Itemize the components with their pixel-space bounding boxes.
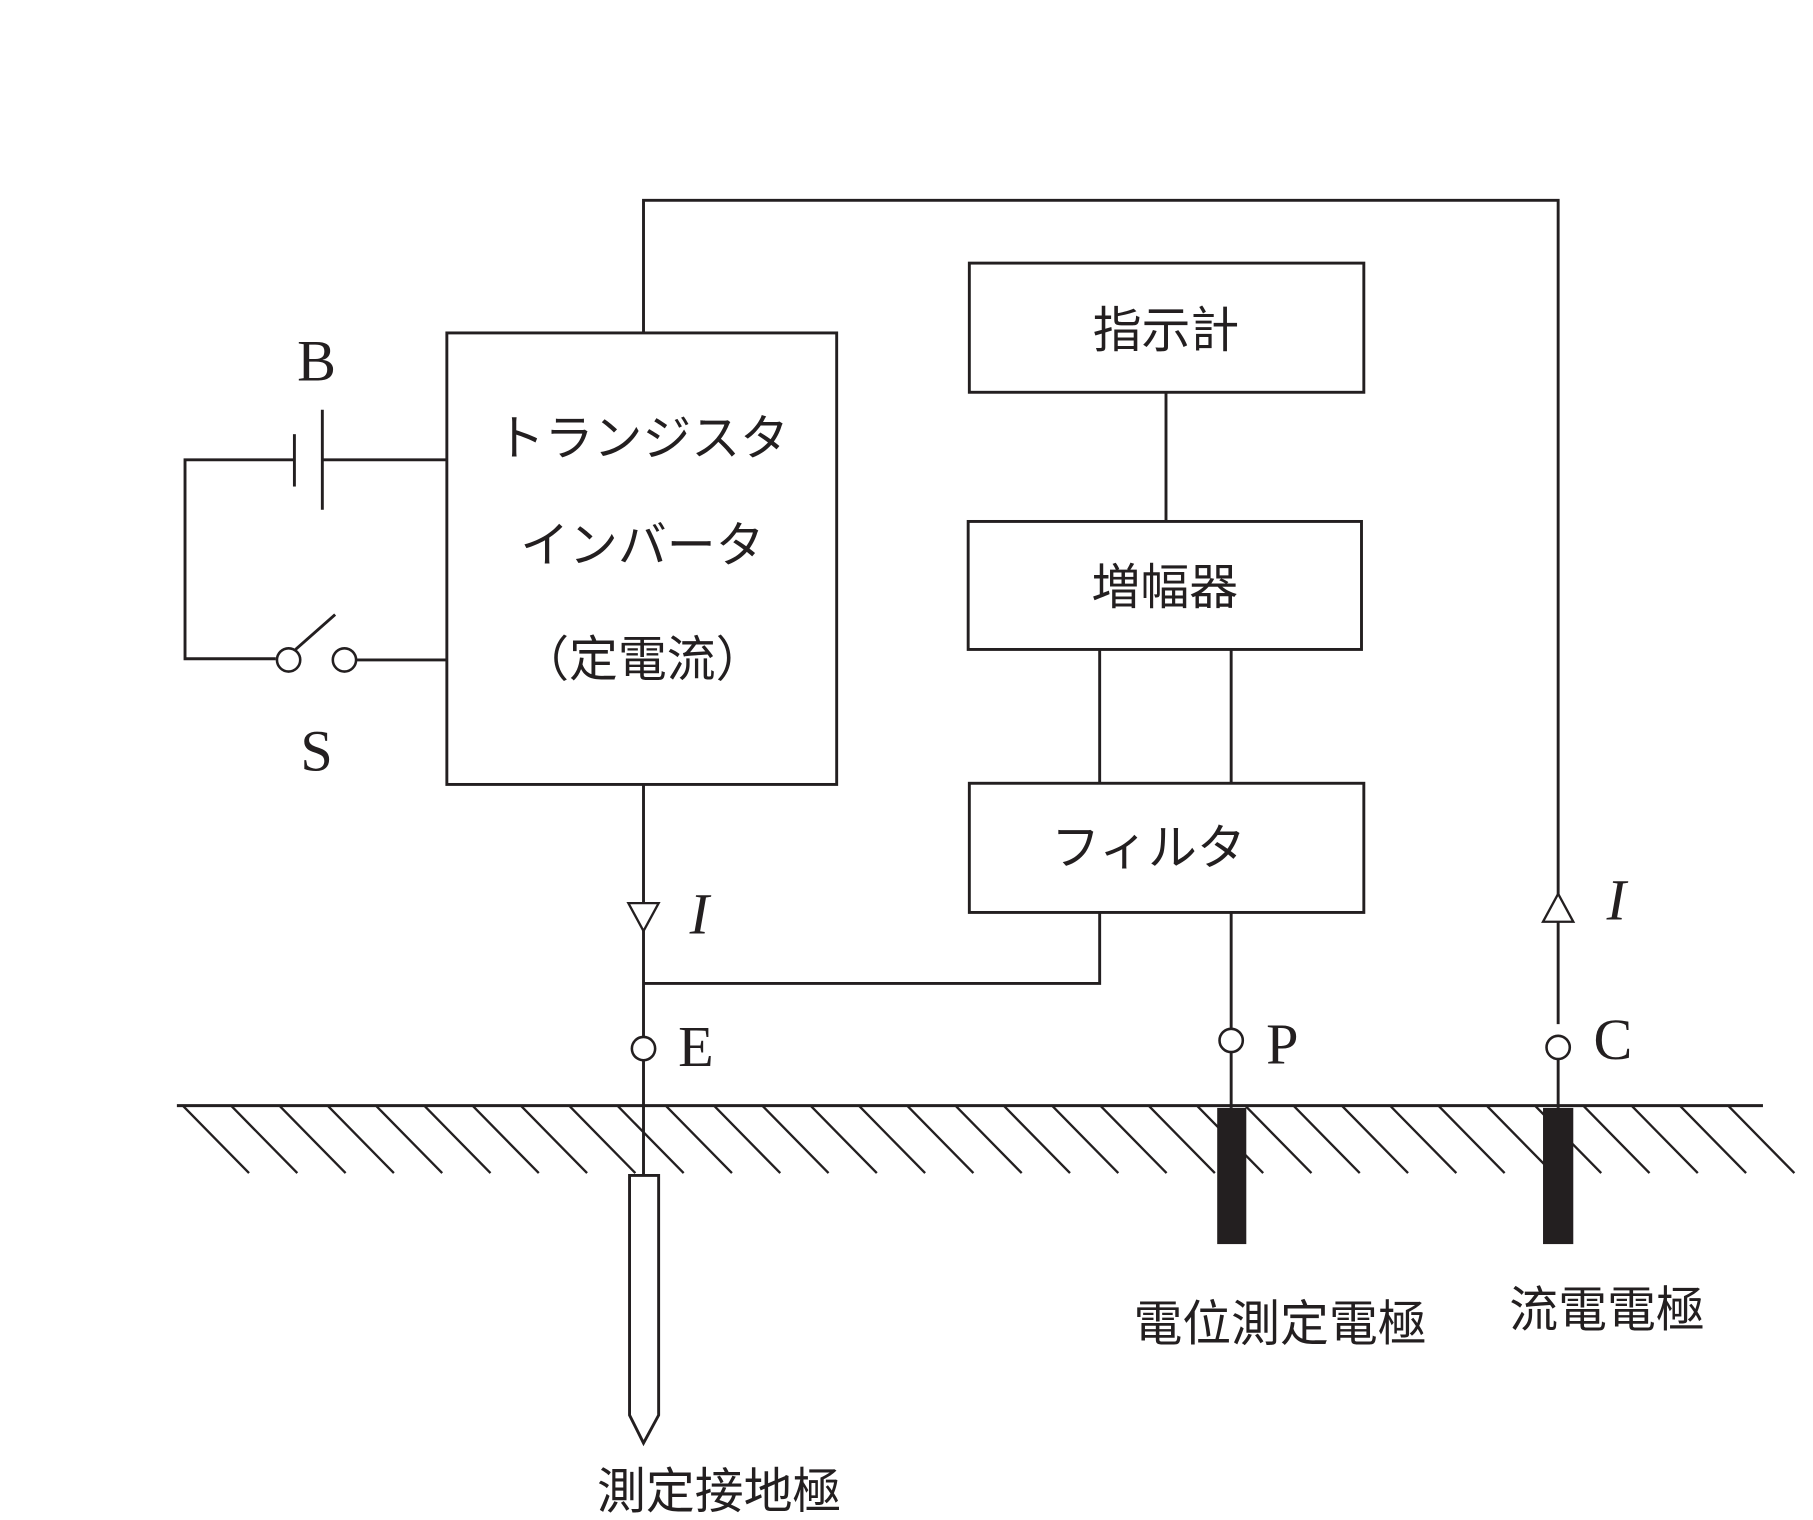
current-arrow-up [1541,891,1576,923]
battery-left-wire [183,458,295,661]
hatch-line [713,1104,782,1174]
terminal-c-label: C [1593,1007,1632,1072]
hatch-line [857,1104,926,1174]
hatch-line [1389,1104,1458,1174]
potential-electrode [1217,1107,1247,1245]
top-return-wire [642,198,1560,1025]
hatch-line [1340,1104,1409,1174]
ground-surface [176,1104,1796,1174]
hatch-line [1437,1104,1506,1174]
hatch-line [471,1104,540,1174]
battery-switch-loop [183,409,447,673]
battery-label: B [297,329,336,394]
inverter-label-line3: （定電流） [520,631,764,688]
hatch-line [616,1104,685,1174]
amplifier-label: 増幅器 [1092,559,1239,616]
hatch-line [326,1104,395,1174]
terminal-e-label: E [678,1014,714,1079]
hatch-line [664,1104,733,1174]
hatch-line [1485,1104,1554,1174]
current-arrow-down [626,901,661,934]
hatch-line [1678,1104,1747,1174]
current-label-right: I [1606,867,1629,932]
hatch-line [1099,1104,1168,1174]
switch-label: S [300,718,332,783]
hatch-line [1244,1104,1313,1174]
inverter-label-line2: インバータ [520,517,764,574]
hatch-line [1147,1104,1216,1174]
current-electrode [1543,1107,1574,1245]
filter-box [967,781,1366,914]
hatch-line [1051,1104,1120,1174]
hatch-line [906,1104,975,1174]
indicator-label: 指示計 [1093,302,1240,359]
filter-to-e-wire [643,912,1102,985]
switch-contact-right [331,647,358,673]
hatch-line [1727,1104,1796,1174]
terminal-p-label: P [1266,1012,1298,1077]
hatch-line [1582,1104,1651,1174]
hatch-line [568,1104,637,1174]
measured-electrode-label: 測定接地極 [597,1463,841,1520]
switch-contact-left [275,647,302,673]
hatch-line [230,1104,299,1174]
hatch-line [954,1104,1023,1174]
amplifier-box [966,519,1363,651]
inverter-label-line1: トランジスタ [496,410,789,467]
hatch-line [761,1104,830,1174]
measured-earth-electrode [628,1173,661,1447]
hatch-line [375,1104,444,1174]
inverter-box [445,331,839,786]
hatch-line [423,1104,492,1174]
hatch-line [181,1104,250,1174]
current-label-left: I [689,881,712,946]
hatch-line [519,1104,588,1174]
filter-label: フィルタ [1051,820,1245,877]
ground-hatching [181,1104,1796,1174]
terminal-p [1218,1027,1245,1054]
indicator-box [967,261,1366,394]
hatch-line [1002,1104,1071,1174]
current-electrode-label: 流電電極 [1509,1282,1704,1339]
terminal-e [630,1035,657,1062]
hatch-line [278,1104,347,1174]
hatch-line [1630,1104,1699,1174]
switch-lever [294,613,337,651]
hatch-line [1292,1104,1361,1174]
terminal-c [1545,1034,1572,1061]
potential-electrode-label: 電位測定電極 [1133,1296,1426,1353]
hatch-line [809,1104,878,1174]
